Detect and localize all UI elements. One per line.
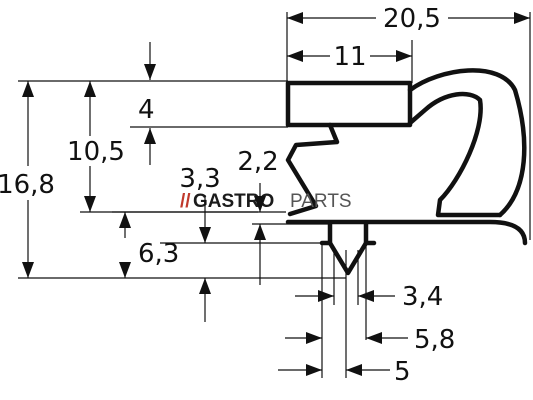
label-total-height: 16,8 xyxy=(0,170,55,200)
watermark-brand-light: PARTS xyxy=(290,191,352,212)
dim-arrow-width: 5,8 xyxy=(285,325,455,355)
label-fin-height: 6,3 xyxy=(138,239,179,269)
gasket-profile xyxy=(285,68,528,276)
dim-fin-height: 6,3 xyxy=(119,212,179,278)
dim-fin-outer-width: 5 xyxy=(278,357,411,387)
dim-mid-height: 10,5 xyxy=(67,81,125,212)
label-total-width: 20,5 xyxy=(383,4,441,34)
fin-arrow xyxy=(327,221,369,276)
magnet-chamber xyxy=(285,80,413,128)
label-top-width: 11 xyxy=(333,42,366,72)
dim-top-height: 4 xyxy=(138,42,156,165)
bellows-inner-loop xyxy=(407,91,503,218)
bellows-outer-loop xyxy=(407,68,527,218)
label-top-height: 4 xyxy=(138,95,155,125)
dim-fin-base-width: 3,4 xyxy=(295,282,443,312)
watermark: // GASTRO PARTS xyxy=(180,191,352,212)
dim-total-height: 16,8 xyxy=(0,81,58,278)
label-mid-height: 10,5 xyxy=(67,137,125,167)
watermark-brand-bold: GASTRO xyxy=(193,191,274,212)
dim-total-width: 20,5 xyxy=(287,2,530,34)
label-fin-step: 3,3 xyxy=(179,164,220,194)
watermark-slashes: // xyxy=(180,191,191,212)
label-fin-outer-width: 5 xyxy=(394,357,411,387)
dim-neck-gap: 2,2 xyxy=(237,147,279,285)
dim-fin-step: 3,3 xyxy=(179,164,221,322)
neck-zigzag xyxy=(285,122,340,217)
base-strip xyxy=(285,219,528,246)
label-neck-gap: 2,2 xyxy=(237,147,278,177)
label-arrow-width: 5,8 xyxy=(414,325,455,355)
dim-top-width: 11 xyxy=(287,40,412,72)
label-fin-base-width: 3,4 xyxy=(402,282,443,312)
